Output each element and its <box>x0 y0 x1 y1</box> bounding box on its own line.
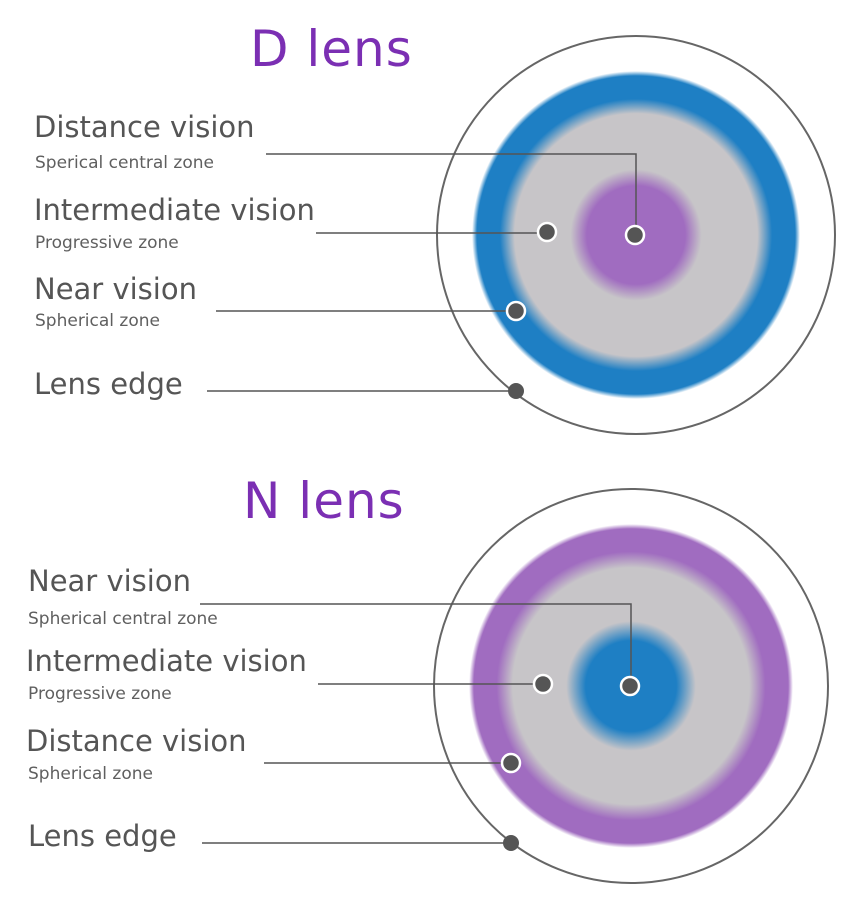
d-near-sublabel: Spherical zone <box>35 311 160 331</box>
d-distance-dot <box>624 224 646 246</box>
n-edge-label: Lens edge <box>28 819 177 853</box>
d-lens-graphic <box>207 35 836 435</box>
d-distance-leader <box>266 153 637 234</box>
d-distance-sublabel: Sperical central zone <box>35 153 214 173</box>
d-intermediate-label: Intermediate vision <box>34 193 315 227</box>
d-edge-label: Lens edge <box>34 367 183 401</box>
d-distance-label: Distance vision <box>34 110 255 144</box>
n-near-leader <box>200 603 632 685</box>
d-near-dot <box>505 300 527 322</box>
n-intermediate-sublabel: Progressive zone <box>28 684 172 704</box>
n-lens-graphic <box>200 488 829 884</box>
d-edge-dot <box>508 383 524 399</box>
n-intermediate-label: Intermediate vision <box>26 644 307 678</box>
n-near-sublabel: Spherical central zone <box>28 609 218 629</box>
d-intermediate-dot <box>536 221 558 243</box>
d-lens-title: D lens <box>250 20 413 78</box>
n-near-label: Near vision <box>28 564 191 598</box>
n-lens-title: N lens <box>243 472 405 530</box>
n-distance-dot <box>500 752 522 774</box>
n-near-dot <box>619 675 641 697</box>
n-distance-label: Distance vision <box>26 724 247 758</box>
n-distance-sublabel: Spherical zone <box>28 764 153 784</box>
d-near-label: Near vision <box>34 272 197 306</box>
n-edge-dot <box>503 835 519 851</box>
d-intermediate-sublabel: Progressive zone <box>35 233 179 253</box>
n-intermediate-dot <box>532 673 554 695</box>
